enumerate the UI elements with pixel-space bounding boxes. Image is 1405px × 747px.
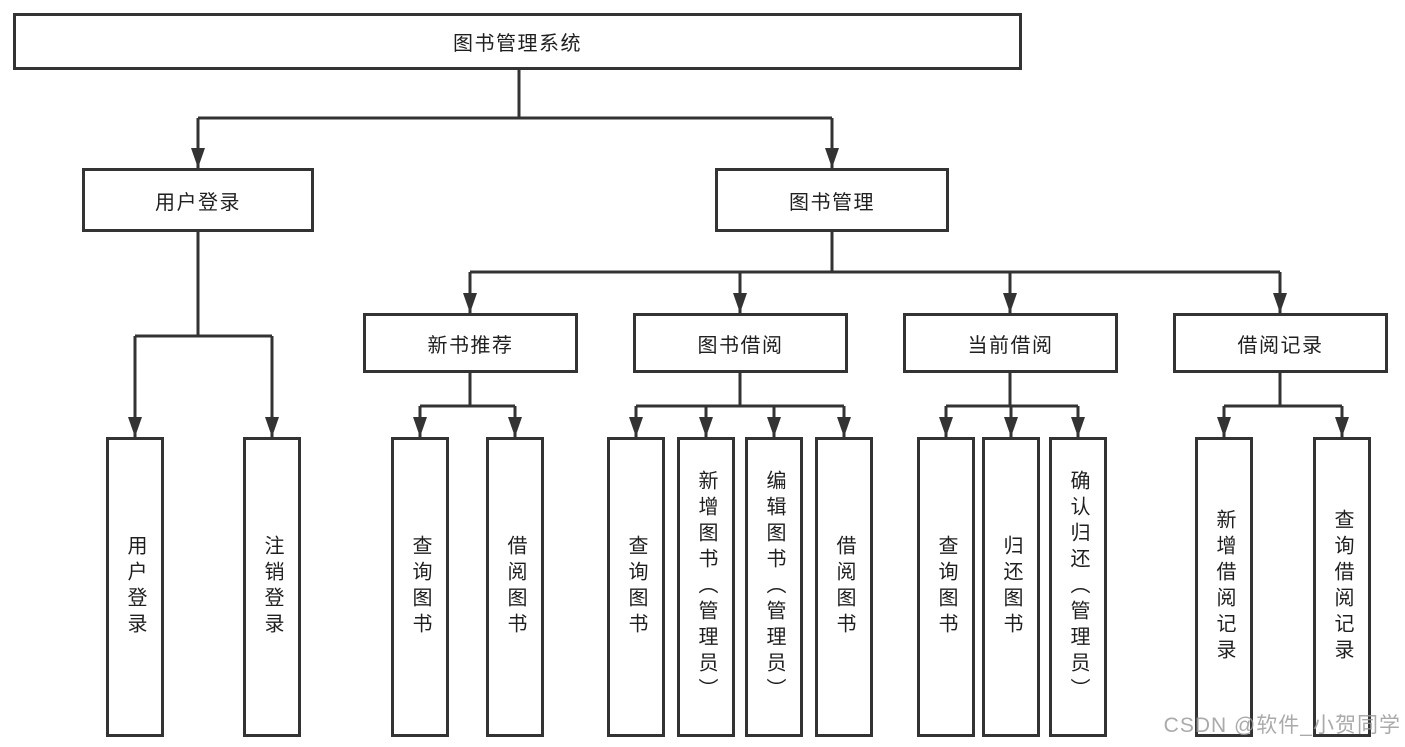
node-leaf-query-book-2-label: 查询图书 <box>625 535 647 639</box>
connector-book-borrow-children <box>629 373 851 437</box>
node-root: 图书管理系统 <box>13 13 1022 70</box>
connector-user-login-children <box>128 232 279 437</box>
node-new-book-rec-label: 新书推荐 <box>427 334 514 357</box>
node-leaf-borrow-book-1: 借阅图书 <box>486 437 544 737</box>
node-current-borrow: 当前借阅 <box>903 313 1118 373</box>
node-leaf-query-borrow-record-label: 查询借阅记录 <box>1331 509 1353 665</box>
node-leaf-return-book-label: 归还图书 <box>1000 535 1022 639</box>
node-user-login: 用户登录 <box>82 168 314 232</box>
csdn-watermark: CSDN @软件_小贺同学 <box>1163 714 1401 737</box>
node-current-borrow-label: 当前借阅 <box>967 334 1054 357</box>
node-leaf-query-borrow-record: 查询借阅记录 <box>1313 437 1371 737</box>
node-leaf-logout-label: 注销登录 <box>261 535 283 639</box>
connector-new-book-rec-children <box>413 373 522 437</box>
node-leaf-add-borrow-record-label: 新增借阅记录 <box>1213 509 1235 665</box>
node-leaf-logout: 注销登录 <box>243 437 301 737</box>
node-leaf-query-book-3-label: 查询图书 <box>935 535 957 639</box>
connector-book-mgmt-children <box>463 232 1287 313</box>
node-leaf-query-book-2: 查询图书 <box>607 437 665 737</box>
node-leaf-return-book: 归还图书 <box>982 437 1040 737</box>
node-leaf-add-book-label: 新增图书（管理员） <box>695 470 717 704</box>
node-leaf-query-book-1: 查询图书 <box>391 437 449 737</box>
node-leaf-query-book-3: 查询图书 <box>917 437 975 737</box>
node-leaf-borrow-book-1-label: 借阅图书 <box>504 535 526 639</box>
node-leaf-borrow-book-2: 借阅图书 <box>815 437 873 737</box>
node-borrow-record: 借阅记录 <box>1173 313 1388 373</box>
connector-root-to-level2 <box>191 70 839 168</box>
node-book-borrow-label: 图书借阅 <box>697 334 784 357</box>
node-leaf-borrow-book-2-label: 借阅图书 <box>833 535 855 639</box>
node-leaf-confirm-return-label: 确认归还（管理员） <box>1067 470 1089 704</box>
node-leaf-edit-book-label: 编辑图书（管理员） <box>763 470 785 704</box>
connector-current-borrow-children <box>939 373 1085 437</box>
connector-borrow-record-children <box>1217 373 1349 437</box>
node-book-mgmt: 图书管理 <box>715 168 949 232</box>
node-leaf-confirm-return: 确认归还（管理员） <box>1049 437 1107 737</box>
node-borrow-record-label: 借阅记录 <box>1237 334 1324 357</box>
node-book-borrow: 图书借阅 <box>633 313 848 373</box>
node-new-book-rec: 新书推荐 <box>363 313 578 373</box>
node-leaf-query-book-1-label: 查询图书 <box>409 535 431 639</box>
node-leaf-user-login: 用户登录 <box>106 437 164 737</box>
node-book-mgmt-label: 图书管理 <box>789 191 875 214</box>
node-leaf-add-book: 新增图书（管理员） <box>677 437 735 737</box>
node-root-label: 图书管理系统 <box>453 33 582 55</box>
node-leaf-add-borrow-record: 新增借阅记录 <box>1195 437 1253 737</box>
node-leaf-user-login-label: 用户登录 <box>124 535 146 639</box>
node-user-login-label: 用户登录 <box>155 191 241 214</box>
node-leaf-edit-book: 编辑图书（管理员） <box>745 437 803 737</box>
